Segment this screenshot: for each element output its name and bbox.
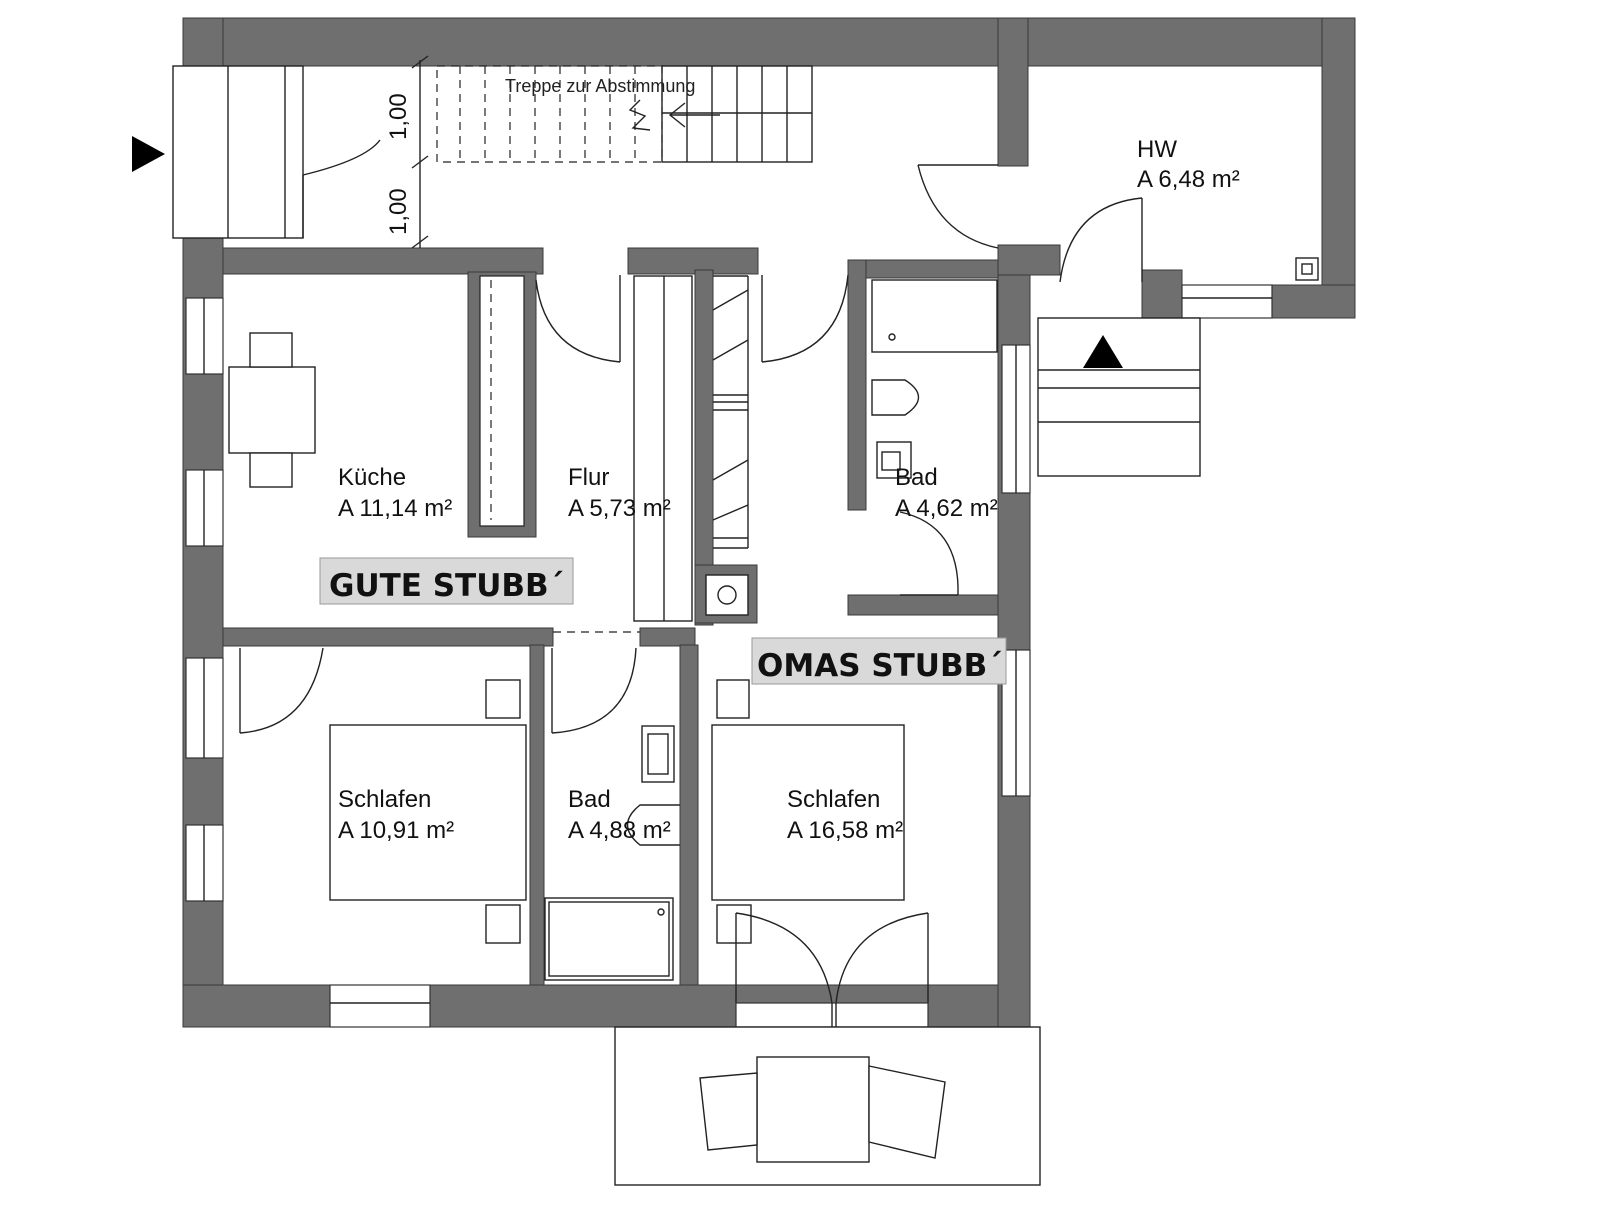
- room-schlafen-2: Schlafen A 16,58 m²: [711, 679, 929, 1028]
- bottom-window: [329, 984, 431, 1028]
- flur-area: A 5,73 m²: [568, 495, 671, 522]
- zone-omas-stubb-label: OMAS STUBB´: [757, 648, 1003, 684]
- terrace-chair-right: [868, 1065, 946, 1159]
- bad-top-name: Bad: [895, 464, 938, 491]
- hw-area: A 6,48 m²: [1137, 166, 1240, 193]
- schlafen-1-area: A 10,91 m²: [338, 817, 454, 844]
- room-hw: HW A 6,48 m²: [917, 136, 1319, 319]
- staircase: Treppe zur Abstimmung: [436, 65, 813, 163]
- right-windows: [1001, 344, 1031, 797]
- zone-omas-stubb: OMAS STUBB´: [751, 637, 1007, 685]
- room-kueche: Küche A 11,14 m²: [228, 275, 621, 522]
- dimension-lines: 1,00 1,00: [385, 55, 429, 249]
- bad-bottom-name: Bad: [568, 786, 611, 813]
- bad-bottom-area: A 4,88 m²: [568, 817, 671, 844]
- hw-name: HW: [1137, 136, 1177, 163]
- entrance: [132, 65, 381, 239]
- terrace: [614, 1026, 1041, 1186]
- flur-name: Flur: [568, 464, 609, 491]
- schlafen-2-name: Schlafen: [787, 786, 880, 813]
- room-flur: Flur A 5,73 m²: [553, 274, 849, 633]
- schlafen-2-area: A 16,58 m²: [787, 817, 903, 844]
- room-bad-top: Bad A 4,62 m²: [871, 279, 998, 596]
- back-steps: [1037, 317, 1201, 477]
- zone-gute-stubb: GUTE STUBB´: [319, 557, 574, 605]
- dimension-upper: 1,00: [385, 93, 412, 140]
- kueche-area: A 11,14 m²: [338, 495, 452, 522]
- entrance-arrow-icon: [132, 136, 165, 172]
- back-entrance-arrow-icon: [1083, 335, 1123, 368]
- terrace-table: [756, 1056, 870, 1163]
- room-schlafen-1: Schlafen A 10,91 m²: [239, 647, 527, 944]
- left-windows: [185, 297, 224, 902]
- stair-label: Treppe zur Abstimmung: [505, 76, 695, 96]
- dimension-lower: 1,00: [385, 188, 412, 235]
- kueche-name: Küche: [338, 464, 406, 491]
- room-bad-bottom: Bad A 4,88 m²: [544, 647, 680, 981]
- bad-top-area: A 4,62 m²: [895, 495, 998, 522]
- terrace-chair-left: [699, 1072, 758, 1151]
- zone-gute-stubb-label: GUTE STUBB´: [329, 568, 564, 604]
- schlafen-1-name: Schlafen: [338, 786, 431, 813]
